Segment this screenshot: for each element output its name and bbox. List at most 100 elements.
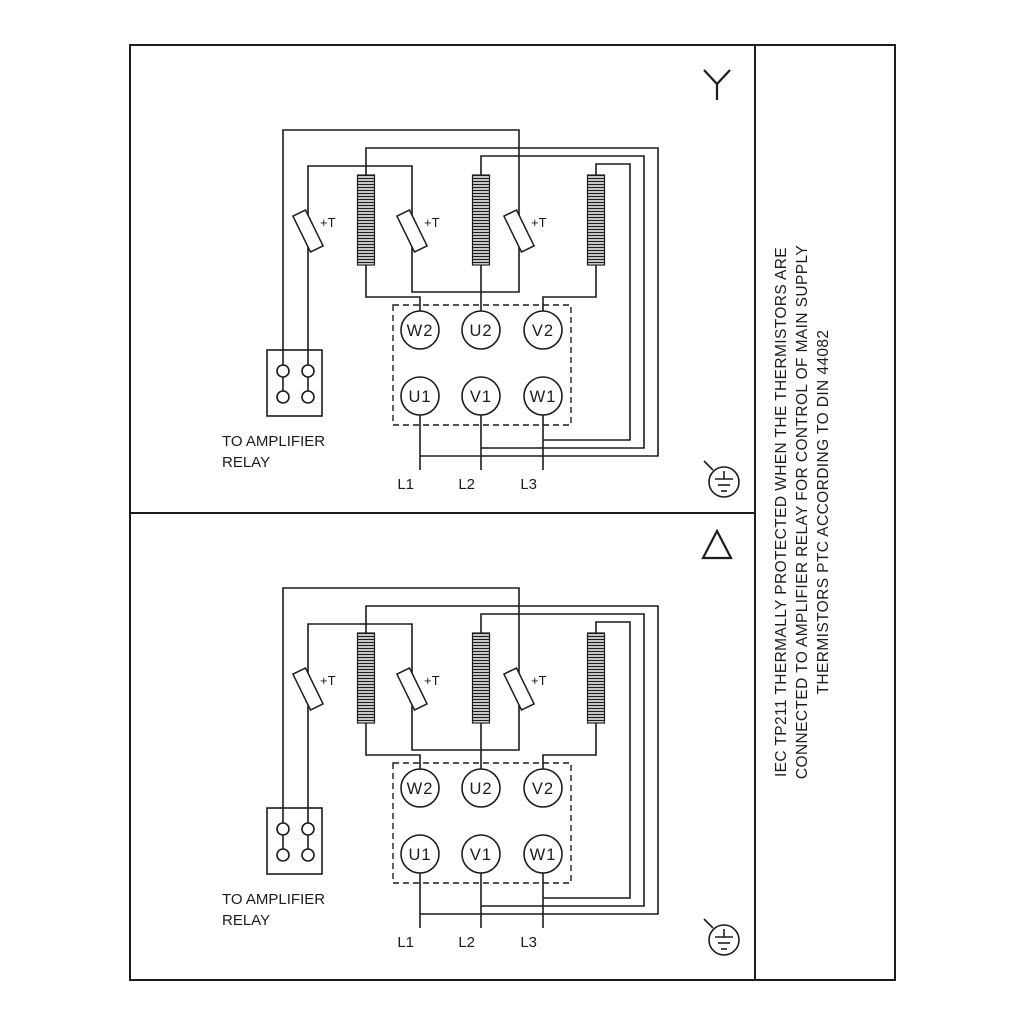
thermistor-body <box>291 208 325 254</box>
winding-wire <box>480 155 645 449</box>
terminal-board-outline <box>392 304 572 426</box>
supply-lines: L1 L2 L3 <box>397 415 544 493</box>
terminal-label: W1 <box>530 388 557 406</box>
terminal-v2: V2 <box>523 768 563 808</box>
star-connection-icon <box>703 69 731 100</box>
phase-label-l2: L2 <box>458 476 475 493</box>
terminal-circle <box>523 768 563 808</box>
relay-note-line2: RELAY <box>222 454 270 471</box>
thermistor-chain: +T +T +T <box>282 587 547 823</box>
side-note-line-2: CONNECTED TO AMPLIFIER RELAY FOR CONTROL… <box>794 245 811 779</box>
terminal-label: V2 <box>532 322 554 340</box>
terminal-board: W2 U2 V2 U1 V1 W1 <box>392 304 572 426</box>
relay-terminal <box>276 390 290 404</box>
thermistor-label: +T <box>320 673 336 688</box>
terminal-circle <box>461 310 501 350</box>
coil-body <box>471 174 491 266</box>
phase-label-l3: L3 <box>520 476 537 493</box>
relay-terminal <box>276 848 290 862</box>
thermistor-label: +T <box>531 673 547 688</box>
thermistor: +T <box>291 208 336 254</box>
terminal-u2: U2 <box>461 310 501 350</box>
terminal-circle <box>400 310 440 350</box>
side-note: IEC TP211 THERMALLY PROTECTED WHEN THE T… <box>773 245 832 779</box>
terminal-circle <box>400 834 440 874</box>
coil-body <box>586 174 606 266</box>
coil-body <box>356 632 376 724</box>
terminal-circle <box>523 376 563 416</box>
supply-lines: L1 L2 L3 <box>397 873 544 951</box>
phase-label-l3: L3 <box>520 934 537 951</box>
relay-terminal <box>301 390 315 404</box>
relay-terminal <box>276 364 290 378</box>
thermistor-chain-wire <box>282 587 520 823</box>
winding-wire <box>365 605 659 915</box>
terminal-label: W2 <box>407 322 434 340</box>
terminal-w1: W1 <box>523 376 563 416</box>
coil-body <box>586 632 606 724</box>
terminal-label: V1 <box>470 388 492 406</box>
terminal-circle <box>461 376 501 416</box>
terminal-label: U2 <box>469 780 492 798</box>
terminal-circle <box>461 834 501 874</box>
terminal-label: V1 <box>470 846 492 864</box>
diagram-frame <box>129 44 896 981</box>
thermistor-chain: +T +T +T <box>282 129 547 365</box>
relay-terminal <box>276 822 290 836</box>
thermistor-chain-wire <box>282 129 520 365</box>
terminal-label: U2 <box>469 322 492 340</box>
phase-label-l2: L2 <box>458 934 475 951</box>
terminal-label: U1 <box>408 846 431 864</box>
terminal-u2: U2 <box>461 768 501 808</box>
terminal-label: W2 <box>407 780 434 798</box>
relay-note-line1: TO AMPLIFIER <box>222 433 325 450</box>
motor-windings <box>356 147 659 457</box>
coil-body <box>471 632 491 724</box>
panel-star: +T +T +T L1 L2 L3 <box>222 69 740 498</box>
terminal-w2: W2 <box>400 768 440 808</box>
terminal-circle <box>523 834 563 874</box>
side-note-line-1: IEC TP211 THERMALLY PROTECTED WHEN THE T… <box>773 247 790 777</box>
relay-terminal <box>301 822 315 836</box>
thermistor-body <box>291 666 325 712</box>
terminal-board-outline <box>392 762 572 884</box>
terminal-label: U1 <box>408 388 431 406</box>
thermistor-label: +T <box>531 215 547 230</box>
thermistor: +T <box>502 666 547 712</box>
terminal-circle <box>400 768 440 808</box>
terminal-board: W2 U2 V2 U1 V1 W1 <box>392 762 572 884</box>
phase-label-l1: L1 <box>397 934 414 951</box>
thermistor-body <box>502 666 536 712</box>
relay-terminal <box>301 848 315 862</box>
thermistor-label: +T <box>424 215 440 230</box>
thermistor: +T <box>395 666 440 712</box>
relay-box <box>266 807 323 875</box>
relay-box <box>266 349 323 417</box>
phase-label-l1: L1 <box>397 476 414 493</box>
terminal-w2: W2 <box>400 310 440 350</box>
thermistor-label: +T <box>424 673 440 688</box>
thermistor: +T <box>502 208 547 254</box>
ground-symbol <box>703 918 740 956</box>
winding-wire <box>542 163 631 441</box>
thermistor-body <box>395 666 429 712</box>
winding-wire <box>480 613 645 907</box>
side-note-line-3: THERMISTORS PTC ACCORDING TO DIN 44082 <box>815 330 832 695</box>
amplifier-relay: TO AMPLIFIER RELAY <box>222 349 325 471</box>
relay-note-line2: RELAY <box>222 912 270 929</box>
ground-symbol <box>703 460 740 498</box>
terminal-label: W1 <box>530 846 557 864</box>
terminal-circle <box>400 376 440 416</box>
terminal-label: V2 <box>532 780 554 798</box>
terminal-v1: V1 <box>461 376 501 416</box>
thermistor-body <box>502 208 536 254</box>
terminal-w1: W1 <box>523 834 563 874</box>
winding-wire <box>365 147 659 457</box>
relay-terminal <box>301 364 315 378</box>
panel-delta: +T +T +T L1 L2 L3 <box>222 528 740 956</box>
thermistor-body <box>395 208 429 254</box>
delta-connection-icon <box>701 528 733 560</box>
thermistor: +T <box>291 666 336 712</box>
coil-body <box>356 174 376 266</box>
